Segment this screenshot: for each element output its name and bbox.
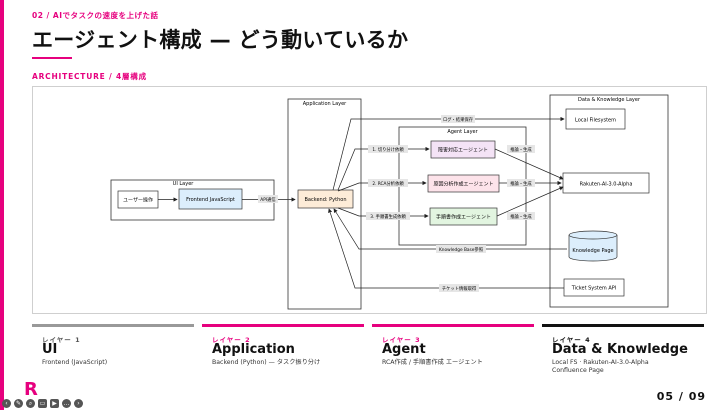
card-label: レイヤー 3 — [382, 336, 421, 344]
agent1-box — [430, 140, 496, 159]
card-name: Data & Knowledge — [552, 342, 688, 357]
breadcrumb: 02 / AIでタスクの速度を上げた話 — [32, 10, 159, 21]
card-label: レイヤー 4 — [552, 336, 591, 344]
camera-icon[interactable]: ▶ — [50, 399, 59, 408]
card-label: レイヤー 1 — [42, 336, 81, 344]
infer1-label: 推論・生成 — [510, 146, 532, 153]
llm-box — [562, 172, 650, 194]
page-number: 05 / 09 — [656, 390, 706, 403]
section-label: ARCHITECTURE / 4層構成 — [32, 72, 147, 81]
brand-edge-bar — [0, 0, 4, 410]
card-label: レイヤー 2 — [212, 336, 251, 344]
backend-box — [297, 189, 354, 209]
more-options-icon[interactable]: … — [62, 399, 71, 408]
brand-logo: R — [24, 379, 38, 400]
local-fs-box — [565, 108, 626, 130]
agent2-label: 原因分析作成エージェント — [434, 181, 494, 188]
card-name: UI — [42, 342, 58, 357]
card-accent-bar — [372, 324, 534, 327]
req1-label: 1. 切り分け依頼 — [372, 146, 404, 153]
infer3-label: 推論・生成 — [510, 213, 532, 220]
knowledge-page-cylinder — [568, 235, 618, 262]
layer-cards: レイヤー 1 UI Frontend (JavaScript) レイヤー 2 A… — [32, 324, 706, 375]
card-accent-bar — [542, 324, 704, 327]
title-underline — [32, 57, 72, 59]
breadcrumb-title: AIでタスクの速度を上げた話 — [52, 11, 159, 20]
kb-ref-label: Knowledge Base参照 — [439, 246, 484, 253]
infer2-label: 推論・生成 — [510, 180, 532, 187]
user-op-label: ユーザー操作 — [123, 197, 153, 204]
architecture-diagram: UI Layer ユーザー操作 Frontend JavaScript API通… — [32, 86, 707, 314]
layer-card-application: レイヤー 2 Application Backend (Python) — タス… — [202, 324, 364, 372]
card-desc: Frontend (JavaScript) — [42, 359, 108, 366]
ticket-label: チケット情報取得 — [442, 285, 477, 292]
captions-icon[interactable]: ▭ — [38, 399, 47, 408]
backend-label: Backend: Python — [305, 197, 347, 203]
card-accent-bar — [202, 324, 364, 327]
card-name: Agent — [382, 342, 426, 357]
card-desc-line1: Local FS · Rakuten-AI-3.0-Alpha — [552, 359, 649, 366]
pen-icon[interactable]: ✎ — [14, 399, 23, 408]
llm-label: Rakuten-AI-3.0-Alpha — [580, 182, 633, 188]
card-desc-line2: Confluence Page — [552, 367, 604, 374]
app-layer-title: Application Layer — [303, 101, 347, 107]
knowledge-page-label: Knowledge Page — [572, 248, 613, 254]
agent3-box — [429, 207, 498, 226]
card-desc: RCA作成 / 手順書作成 エージェント — [382, 359, 483, 366]
frontend-box — [178, 188, 243, 210]
prev-slide-icon[interactable]: ‹ — [2, 399, 11, 408]
next-slide-icon[interactable]: › — [74, 399, 83, 408]
frontend-label: Frontend JavaScript — [186, 197, 235, 203]
ticket-api-box — [563, 278, 625, 297]
card-accent-bar — [32, 324, 194, 327]
card-desc: Backend (Python) — タスク振り分け — [212, 359, 321, 366]
agent-layer-title: Agent Layer — [447, 129, 478, 135]
layer-card-data: レイヤー 4 Data & Knowledge Local FS · Rakut… — [542, 324, 704, 375]
app-layer-frame — [287, 98, 362, 310]
local-fs-label: Local Filesystem — [575, 118, 616, 124]
diagram-canvas: UI Layer ユーザー操作 Frontend JavaScript API通… — [110, 94, 669, 310]
log-save-label: ログ・結果保存 — [443, 116, 474, 123]
breadcrumb-number: 02 / — [32, 11, 50, 20]
req2-label: 2. RCA分析依頼 — [372, 180, 404, 187]
agent3-label: 手順書作成エージェント — [436, 214, 491, 221]
data-layer-title: Data & Knowledge Layer — [578, 97, 641, 103]
data-layer-frame — [549, 94, 669, 308]
card-name: Application — [212, 342, 295, 357]
agent2-box — [427, 174, 500, 193]
page-title: エージェント構成 — どう動いているか — [32, 28, 409, 52]
zoom-icon[interactable]: ⌕ — [26, 399, 35, 408]
layer-card-agent: レイヤー 3 Agent RCA作成 / 手順書作成 エージェント — [372, 324, 534, 372]
agent1-label: 障害対応エージェント — [438, 147, 488, 154]
layer-card-ui: レイヤー 1 UI Frontend (JavaScript) — [32, 324, 194, 372]
ui-layer-title: UI Layer — [173, 181, 195, 187]
api-call-label: API通信 — [260, 196, 276, 203]
ticket-api-label: Ticket System API — [571, 286, 617, 292]
req3-label: 3. 手順書生成依頼 — [370, 213, 406, 220]
slideshow-toolbar: ‹ ✎ ⌕ ▭ ▶ … › — [2, 398, 83, 409]
